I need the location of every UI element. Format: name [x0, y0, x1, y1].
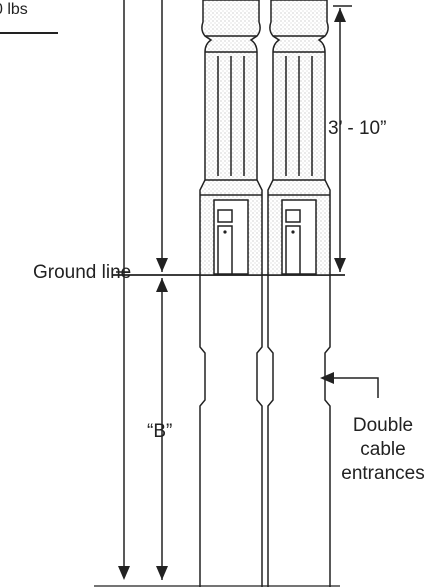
right-post-upper — [267, 0, 331, 276]
left-post-buried — [199, 275, 263, 587]
ground-line-label: Ground line — [33, 262, 132, 283]
buried-depth-bottom-arrow — [156, 566, 168, 580]
buried-depth-top-arrow — [156, 278, 168, 292]
cable-entrances-label: Double cable entrances — [341, 415, 425, 484]
overall-height-bottom-arrow — [118, 566, 130, 580]
above-ground-dimension-label: 3’ - 10” — [328, 118, 387, 139]
weight-underline — [0, 32, 58, 34]
cable-entrance-arrowhead — [320, 372, 334, 384]
cable-entrance-leader — [334, 377, 379, 398]
upper-left-bottom-arrow — [156, 258, 168, 272]
right-post-buried — [267, 275, 331, 587]
above-ground-bottom-arrow — [334, 258, 346, 272]
above-ground-top-arrow — [334, 8, 346, 22]
buried-depth-label: “B” — [147, 421, 173, 442]
weight-label: 0 lbs — [0, 1, 28, 18]
left-post-upper — [199, 0, 263, 276]
